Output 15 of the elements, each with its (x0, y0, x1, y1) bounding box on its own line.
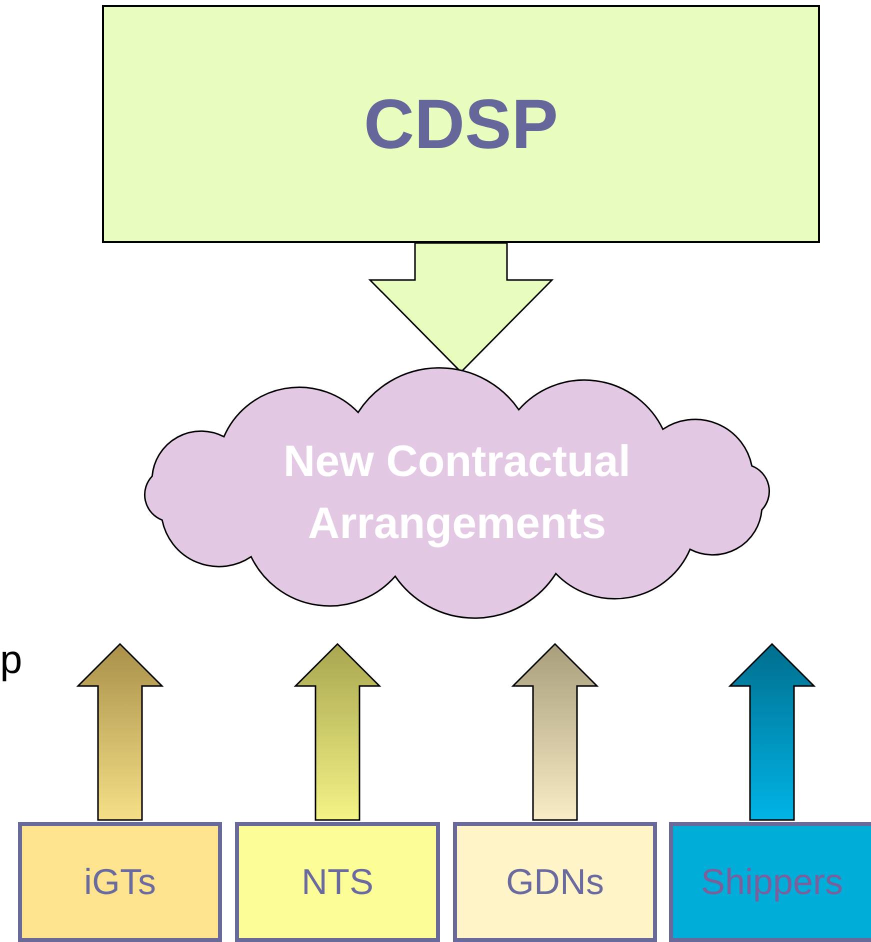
block-arrow (511, 642, 599, 821)
block-arrow (76, 642, 164, 821)
process-box (102, 5, 820, 243)
node-label: CDSP (364, 84, 558, 165)
process-box (669, 822, 871, 942)
block-arrow (294, 642, 382, 821)
node-label: Shippers (700, 860, 844, 904)
text-fragment: p (0, 640, 22, 680)
process-box (235, 822, 440, 942)
process-box (453, 822, 657, 942)
process-box (18, 822, 222, 942)
node-label: NTS (302, 860, 374, 904)
node-label: GDNs (506, 860, 604, 904)
node-label: iGTs (84, 860, 156, 904)
block-arrow (728, 642, 816, 821)
